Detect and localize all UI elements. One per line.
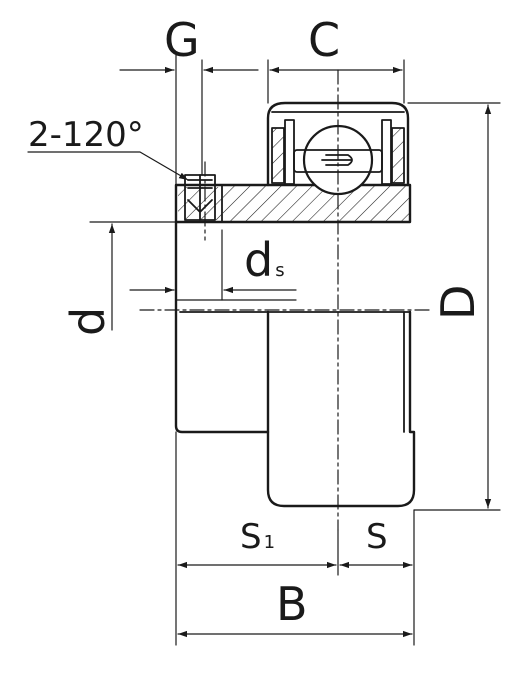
label-ds-main: d — [244, 233, 273, 287]
extension-lines — [89, 54, 501, 646]
label-g: G — [164, 13, 200, 67]
seal-right — [391, 127, 405, 184]
label-b: B — [276, 577, 308, 631]
label-D: D — [431, 285, 485, 320]
seal-left-frame — [284, 119, 295, 185]
label-angle: 2-120° — [28, 115, 144, 155]
dimension-lines — [27, 66, 492, 638]
shaft-body — [266, 310, 416, 508]
seal-right-frame — [381, 119, 392, 185]
angle-leader — [27, 151, 189, 181]
bearing-body — [174, 101, 416, 508]
label-s: S — [366, 517, 388, 557]
seal-left — [271, 127, 285, 184]
label-c: C — [308, 13, 340, 67]
set-screw-thread — [187, 174, 213, 221]
label-s1-sub: 1 — [264, 532, 275, 553]
inner-ring-section — [223, 185, 410, 222]
inner-ring-outline — [174, 183, 412, 224]
shaft-left-collar — [174, 220, 270, 434]
center-lines — [139, 69, 431, 531]
label-d: d — [61, 307, 115, 336]
label-s1-main: S — [240, 517, 262, 557]
cage-rivet — [321, 154, 353, 166]
label-ds-sub: s — [275, 260, 284, 281]
